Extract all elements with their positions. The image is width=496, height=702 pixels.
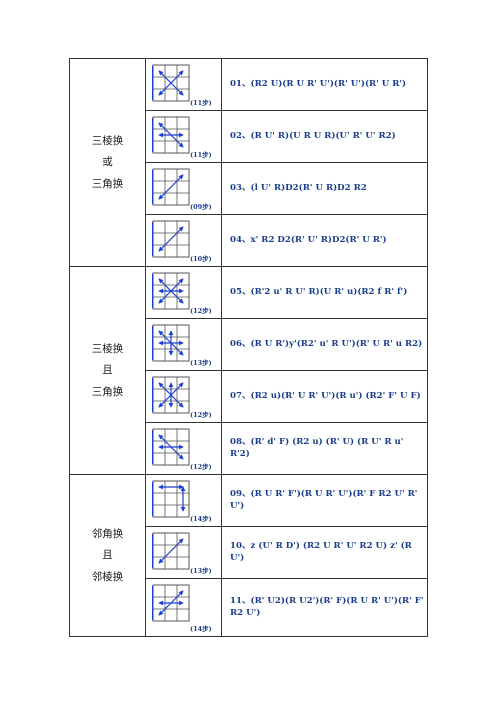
group-label: 邻角换且邻棱换 [69, 474, 146, 637]
table-row: (13步) 06、(R U R')y'(R2' u' R U')(R' U R' … [70, 318, 428, 371]
cube-top-diagram [152, 220, 190, 258]
cube-diagram-cell: (13步) [145, 526, 222, 579]
cube-diagram-cell: (09步) [145, 162, 222, 215]
step-count: (11步) [190, 151, 212, 159]
algorithm-formula: 04、x' R2 D2(R' U' R)D2(R' U R') [221, 214, 428, 267]
algorithm-formula: 09、(R U R' F')(R U R' U')(R' F R2 U' R' … [221, 474, 428, 527]
algorithm-formula: 03、(l U' R)D2(R' U R)D2 R2 [221, 162, 428, 215]
step-count: (09步) [190, 203, 212, 211]
algorithm-formula: 05、(R'2 u' R U' R)(U R' u)(R2 f R' f') [221, 266, 428, 319]
cube-diagram-cell: (12步) [145, 266, 222, 319]
table-row: (09步) 03、(l U' R)D2(R' U R)D2 R2 [70, 162, 428, 215]
step-count: (11步) [190, 99, 212, 107]
swap-arrow [158, 538, 184, 564]
swap-arrow [158, 590, 184, 616]
step-count: (12步) [190, 411, 212, 419]
algorithm-formula: 07、(R2 u)(R' U R' U')(R u') (R2' F' U F) [221, 370, 428, 423]
step-count: (12步) [190, 463, 212, 471]
group-label-line: 且 [102, 364, 113, 377]
cube-top-diagram [152, 116, 190, 154]
cube-diagram-cell: (14步) [145, 578, 222, 637]
table-row: (10步) 04、x' R2 D2(R' U' R)D2(R' U R') [70, 214, 428, 267]
group-label-line: 邻角换 [91, 527, 124, 540]
cube-top-diagram [152, 168, 190, 206]
step-count: (12步) [190, 307, 212, 315]
swap-arrow [158, 70, 184, 96]
group-label: 三棱换且三角换 [69, 266, 146, 475]
table-row: (12步) 08、(R' d' F) (R2 u) (R' U) (R U' R … [70, 422, 428, 475]
cube-face [152, 480, 190, 518]
cube-diagram-cell: (12步) [145, 422, 222, 475]
swap-arrow [158, 226, 184, 252]
cube-top-diagram [152, 376, 190, 414]
algorithm-table: 三棱换或三角换(11步)01、(R2 U)(R U R' U')(R' U')(… [69, 58, 428, 637]
group-label-line: 三角换 [91, 385, 124, 398]
algorithm-formula: 08、(R' d' F) (R2 u) (R' U) (R U' R u' R'… [221, 422, 428, 475]
table-row: 三棱换或三角换 (11步) 01、(R2 U)(R U R' U')(R' U')(… [69, 58, 428, 267]
table-row: 邻角换且邻棱换 (14步) 09、(R U R' F')(R U R' U')(R'… [69, 474, 428, 637]
group-label-line: 或 [102, 156, 113, 169]
cube-top-diagram [152, 272, 190, 310]
cube-diagram-cell: (13步) [145, 318, 222, 371]
step-count: (14步) [190, 625, 212, 633]
cube-top-diagram [152, 64, 190, 102]
step-count: (13步) [190, 567, 212, 575]
cube-top-diagram [152, 480, 190, 518]
cube-top-diagram [152, 324, 190, 362]
group-label: 三棱换或三角换 [69, 58, 146, 267]
step-count: (13步) [190, 359, 212, 367]
group-label-line: 邻棱换 [91, 570, 124, 583]
algorithm-formula: 02、(R U' R)(U R U R)(U' R' U' R2) [221, 110, 428, 163]
cube-top-diagram [152, 584, 190, 622]
cube-top-diagram [152, 532, 190, 570]
cube-diagram-cell: (11步) [145, 110, 222, 163]
step-count: (10步) [190, 255, 212, 263]
step-count: (14步) [190, 515, 212, 523]
table-row: 三棱换且三角换 (12步) 05、(R'2 u' R U' R)(U R' u)(R… [69, 266, 428, 475]
group-label-line: 三角换 [91, 177, 124, 190]
algorithm-formula: 11、(R' U2)(R U2')(R' F)(R U R' U')(R' F'… [221, 578, 428, 637]
swap-arrow [158, 174, 184, 200]
cube-diagram-cell: (11步) [145, 58, 222, 111]
cube-top-diagram [152, 428, 190, 466]
algorithm-formula: 06、(R U R')y'(R2' u' R U')(R' U R' u R2) [221, 318, 428, 371]
table-row: (14步) 11、(R' U2)(R U2')(R' F)(R U R' U')(… [70, 578, 428, 637]
algorithm-formula: 01、(R2 U)(R U R' U')(R' U')(R' U R') [221, 58, 428, 111]
table-row: (11步) 02、(R U' R)(U R U R)(U' R' U' R2) [70, 110, 428, 163]
group-label-line: 且 [102, 549, 113, 562]
cube-diagram-cell: (14步) [145, 474, 222, 527]
cube-diagram-cell: (10步) [145, 214, 222, 267]
group-label-line: 三棱换 [91, 134, 124, 147]
group-label-line: 三棱换 [91, 342, 124, 355]
algorithm-formula: 10、z (U' R D') (R2 U R' U' R2 U) z' (R U… [221, 526, 428, 579]
cube-diagram-cell: (12步) [145, 370, 222, 423]
